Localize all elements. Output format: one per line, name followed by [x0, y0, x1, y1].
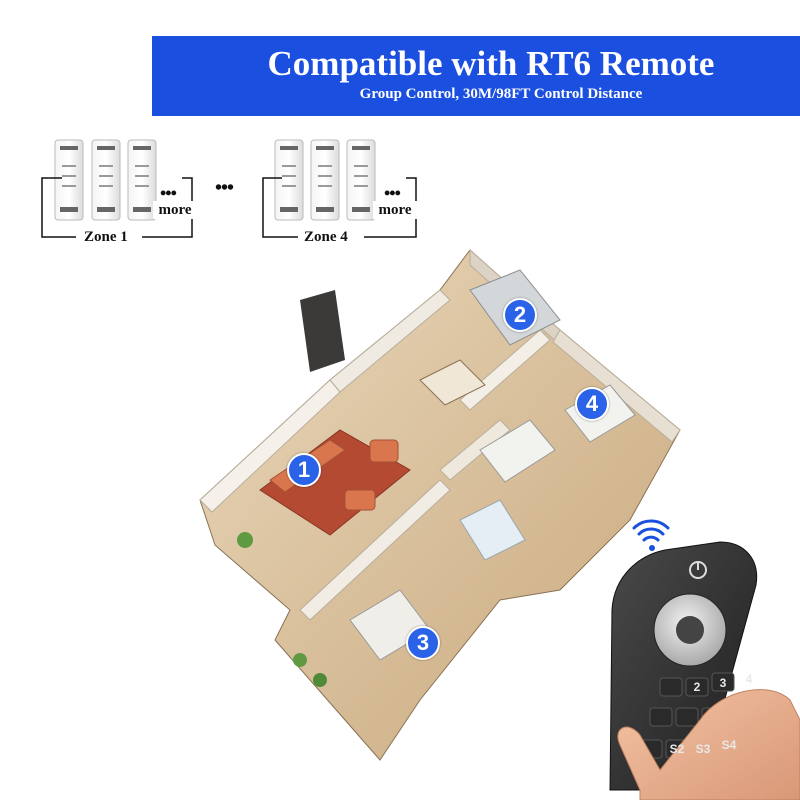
remote-zone-2-button: 2 — [693, 680, 701, 694]
banner-subtitle: Group Control, 30M/98FT Control Distance — [359, 86, 643, 102]
zone-1-label: Zone 1 — [80, 228, 132, 246]
room-badge-1: 1 — [287, 453, 321, 487]
zone-1-receivers — [41, 139, 193, 238]
zone-4-receivers — [262, 139, 417, 238]
zone-4-ellipsis: ••• — [384, 183, 401, 203]
room-badge-4: 4 — [575, 387, 609, 421]
remote-scene-s4-button: S4 — [721, 738, 737, 752]
zones-between-ellipsis: ••• — [215, 177, 234, 199]
title-banner: Compatible with RT6 Remote Group Control… — [152, 36, 800, 116]
zone-1-more-label: more — [153, 201, 197, 219]
remote-scene-s2-button: S2 — [669, 742, 685, 756]
banner-title: Compatible with RT6 Remote — [267, 44, 715, 83]
remote-scene-s3-button: S3 — [695, 742, 711, 756]
wireless-signal-icon — [632, 519, 670, 551]
zone-4-more-label: more — [373, 201, 417, 219]
room-badge-2: 2 — [503, 298, 537, 332]
room-badge-3: 3 — [406, 626, 440, 660]
apartment-floor-plan — [199, 248, 681, 761]
rt6-remote — [609, 519, 800, 800]
power-icon — [689, 561, 707, 579]
zone-4-label: Zone 4 — [300, 228, 352, 246]
zone-1-ellipsis: ••• — [160, 183, 177, 203]
remote-zone-3-button: 3 — [719, 676, 727, 690]
remote-zone-4-button: 4 — [745, 672, 753, 686]
